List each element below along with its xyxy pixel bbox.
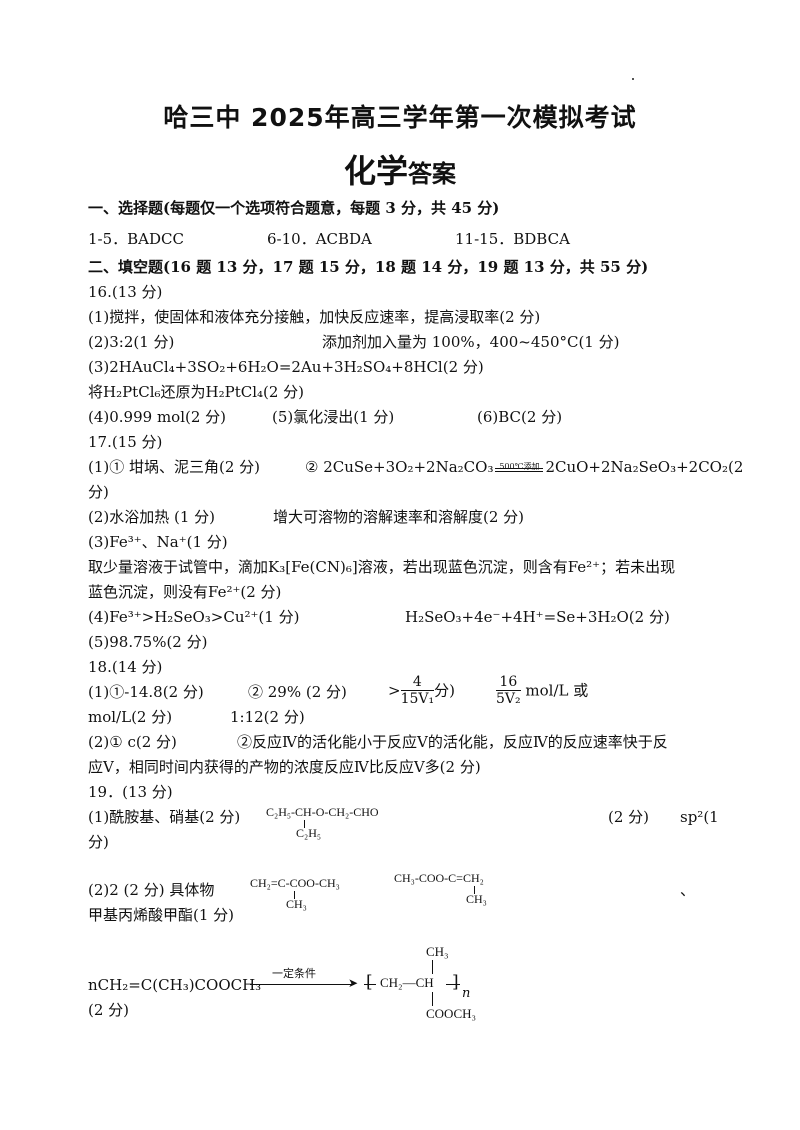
q19-label: 19．(13 分) (88, 783, 173, 801)
q16-answer-3: (3)2HAuCl₄+3SO₂+6H₂O=2Au+3H₂SO₄+8HCl(2 分… (88, 358, 484, 376)
polymer-arrow-line (250, 984, 354, 985)
structure-1: C₂H₅-CH-O-CH₂-CHO (266, 805, 379, 820)
q19-answer-2a: (2)2 (2 分) 具体物 (88, 881, 215, 899)
reaction-condition: 500℃添加 (499, 462, 540, 471)
q17-answer-5: (5)98.75%(2 分) (88, 633, 208, 651)
polymer-top-group: CH₃ (426, 944, 449, 959)
scan-speck (632, 78, 634, 80)
q16-answer-2b: 添加剂加入量为 100%，400~450°C(1 分) (322, 333, 620, 351)
bond-line (432, 992, 433, 1006)
bond-line (294, 891, 295, 899)
bond-line (474, 886, 475, 894)
q17-answer-1a: (1)① 坩埚、泥三角(2 分) (88, 458, 261, 476)
q19-answer-2b: 甲基丙烯酸甲酯(1 分) (88, 906, 235, 924)
polymer-chain: CH₂—CH (380, 975, 434, 990)
polymer-condition: 一定条件 (272, 967, 316, 980)
q18-label: 18.(14 分) (88, 658, 163, 676)
fraction-numerator: 16 (496, 674, 521, 691)
q17-answer-1-tail: 分) (88, 483, 109, 501)
structure-2-main: CH₂=C-COO-CH₃ (250, 876, 340, 890)
q16-answer-5: (5)氯化浸出(1 分) (272, 408, 395, 426)
polymer-bottom-group: COOCH₃ (426, 1006, 477, 1021)
q16-answer-4: (4)0.999 mol(2 分) (88, 408, 227, 426)
polymer-reactant: nCH₂=C(CH₃)COOCH₃ (88, 976, 262, 994)
polymer-bracket-open: [ (366, 972, 373, 992)
q17-answer-3c: 蓝色沉淀，则没有Fe²⁺(2 分) (88, 583, 282, 601)
q17-answer-4b: H₂SeO₃+4e⁻+4H⁺=Se+3H₂O(2 分) (405, 608, 670, 626)
answer-label: 答案 (408, 160, 456, 188)
q18-answer-1c-prefix: > (388, 681, 401, 700)
q18-answer-1b: ② 29% (2 分) (248, 683, 347, 701)
q17-answer-2a: (2)水浴加热 (1 分) (88, 508, 216, 526)
q19-answer-1d: 分) (88, 833, 109, 851)
bond-line (446, 984, 460, 985)
q18-answer-2c: 应Ⅴ，相同时间内获得的产物的浓度反应Ⅳ比反应Ⅴ多(2 分) (88, 758, 481, 776)
fraction-numerator: 4 (400, 674, 435, 691)
structure-2-sub: CH₃ (286, 897, 307, 911)
answer-group-2: 6-10．ACBDA (267, 230, 372, 248)
q18-answer-2a: (2)① c(2 分) (88, 733, 177, 751)
q19-answer-1a: (1)酰胺基、硝基(2 分) (88, 808, 241, 826)
q16-answer-2: (2)3:2(1 分) (88, 333, 175, 351)
fraction-denominator: 15V₁ (400, 691, 435, 707)
q19-answer-3-score: (2 分) (88, 1001, 130, 1019)
q16-answer-6: (6)BC(2 分) (477, 408, 563, 426)
answer-group-1: 1-5．BADCC (88, 230, 184, 248)
q17-answer-3a: (3)Fe³⁺、Na⁺(1 分) (88, 533, 228, 551)
polymer-bracket-close: ] (452, 972, 459, 992)
q16-answer-3b: 将H₂PtCl₆还原为H₂PtCl₄(2 分) (88, 383, 305, 401)
q18-answer-1e: mol/L(2 分) (88, 708, 173, 726)
structure-1-main: C₂H₅-CH-O-CH₂-CHO (266, 805, 379, 819)
q17-answer-2b: 增大可溶物的溶解速率和溶解度(2 分) (273, 508, 525, 526)
q17-answer-3b: 取少量溶液于试管中，滴加K₃[Fe(CN)₆]溶液，若出现蓝色沉淀，则含有Fe²… (88, 558, 676, 576)
q17-answer-4a: (4)Fe³⁺>H₂SeO₃>Cu²⁺(1 分) (88, 608, 300, 626)
q16-answer-1: (1)搅拌，使固体和液体充分接触，加快反应速率，提高浸取率(2 分) (88, 308, 541, 326)
q18-answer-1d-suffix: mol/L 或 (525, 681, 589, 700)
q18-answer-1f: 1:12(2 分) (230, 708, 305, 726)
structure-1-sub: C₂H₅ (296, 826, 322, 840)
exam-title: 哈三中 2025年高三学年第一次模拟考试 (163, 103, 637, 132)
q17-equation-lhs: ② 2CuSe+3O₂+2Na₂CO₃ (305, 458, 494, 476)
q17-equation: ② 2CuSe+3O₂+2Na₂CO₃ 500℃添加 2CuO+2Na₂SeO₃+2… (305, 457, 743, 477)
q19-answer-1b: (2 分) (608, 808, 650, 826)
q19-answer-1c: sp²(1 (680, 808, 719, 826)
polymer-n: n (462, 986, 471, 1001)
page-subtitle: 化学答案 (0, 146, 800, 192)
q17-equation-rhs: 2CuO+2Na₂SeO₃+2CO₂(2 (545, 458, 744, 476)
section2-heading: 二、填空题(16 题 13 分，17 题 15 分，18 题 14 分，19 题… (88, 258, 649, 276)
q18-answer-1c-suffix: 分) (434, 681, 455, 700)
separator-mark: 、 (680, 881, 696, 899)
subject-label: 化学 (343, 152, 408, 190)
q18-answer-1a: (1)①-14.8(2 分) (88, 683, 204, 701)
answer-group-3: 11-15．BDBCA (455, 230, 570, 248)
structure-3-main: CH₃-COO-C=CH₂ (394, 871, 484, 885)
q18-answer-2b: ②反应Ⅳ的活化能小于反应Ⅴ的活化能，反应Ⅳ的反应速率快于反 (237, 733, 668, 751)
structure-3-sub: CH₃ (466, 892, 487, 906)
reaction-arrow: 500℃添加 (493, 461, 545, 475)
q16-label: 16.(13 分) (88, 283, 163, 301)
bond-line (364, 984, 376, 985)
fraction-denominator: 5V₂ (496, 691, 521, 707)
bond-line (304, 820, 305, 828)
section1-heading: 一、选择题(每题仅一个选项符合题意，每题 3 分，共 45 分) (88, 199, 500, 217)
q17-label: 17.(15 分) (88, 433, 163, 451)
arrow-head-icon: ➤ (348, 976, 359, 990)
bond-line (432, 960, 433, 974)
